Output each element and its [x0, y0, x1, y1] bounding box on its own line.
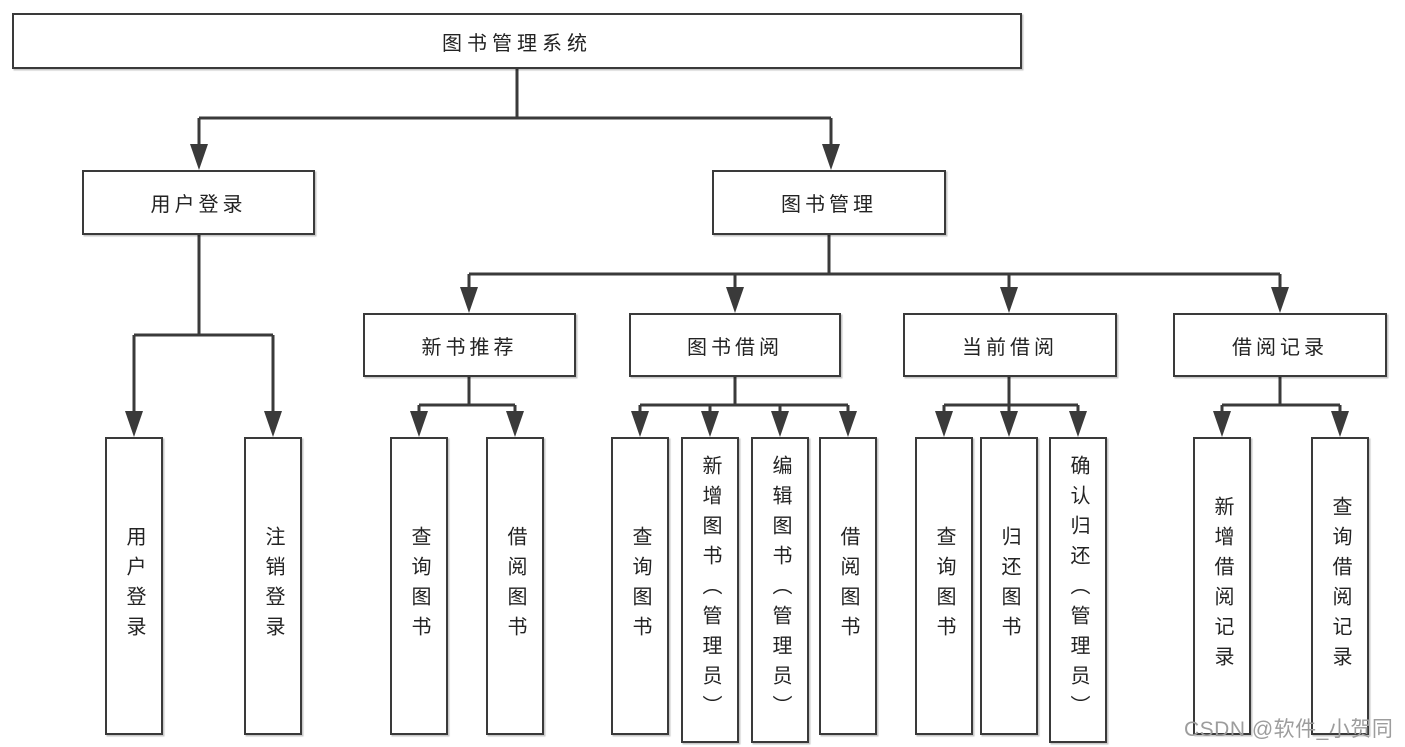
leaf-current-confirm-return-admin: 确认归还（管理员）: [1049, 437, 1107, 743]
node-book-borrow: 图书借阅: [629, 313, 841, 377]
leaf-borrow-query-books: 查询图书: [611, 437, 669, 735]
node-new-book-recommend: 新书推荐: [363, 313, 576, 377]
leaf-borrow-add-books-admin: 新增图书（管理员）: [681, 437, 739, 743]
leaf-user-login: 用户登录: [105, 437, 163, 735]
leaf-logout: 注销登录: [244, 437, 302, 735]
leaf-current-query-books: 查询图书: [915, 437, 973, 735]
node-book-management: 图书管理: [712, 170, 946, 235]
leaf-current-return-books: 归还图书: [980, 437, 1038, 735]
leaf-records-add-record: 新增借阅记录: [1193, 437, 1251, 735]
leaf-recommend-borrow-books: 借阅图书: [486, 437, 544, 735]
node-user-login: 用户登录: [82, 170, 315, 235]
arrowhead-icons: [125, 144, 1349, 437]
watermark: CSDN @软件_小贺同学: [1184, 718, 1394, 741]
node-root: 图书管理系统: [12, 13, 1022, 69]
node-current-borrow: 当前借阅: [903, 313, 1117, 377]
leaf-recommend-query-books: 查询图书: [390, 437, 448, 735]
node-borrow-records: 借阅记录: [1173, 313, 1387, 377]
leaf-borrow-borrow-books: 借阅图书: [819, 437, 877, 735]
leaf-borrow-edit-books-admin: 编辑图书（管理员）: [751, 437, 809, 743]
leaf-records-query-record: 查询借阅记录: [1311, 437, 1369, 735]
